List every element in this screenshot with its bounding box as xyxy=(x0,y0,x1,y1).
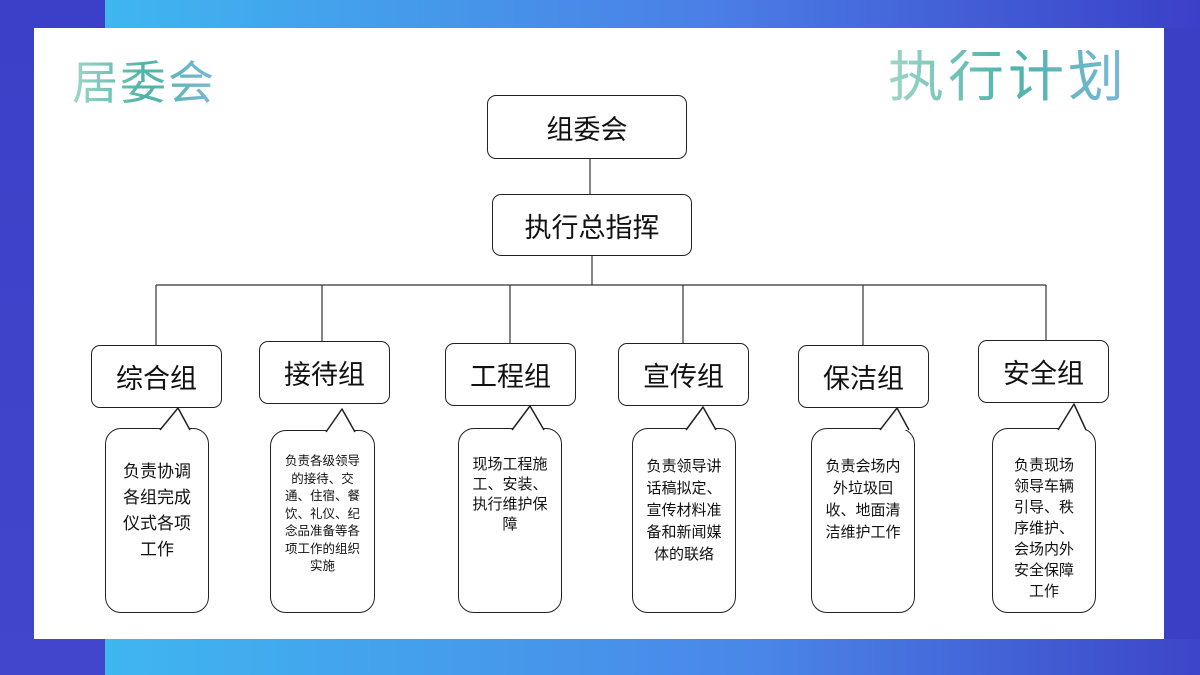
group-box-2: 接待组 xyxy=(259,341,390,404)
duty-bubble-2: 负责各级领导的接待、交通、住宿、餐饮、礼仪、纪念品准备等各项工作的组织实施 xyxy=(270,430,375,613)
duty-text-1: 负责协调各组完成仪式各项工作 xyxy=(123,462,191,560)
duty-text-4: 负责领导讲话稿拟定、宣传材料准备和新闻媒体的联络 xyxy=(646,457,722,563)
duty-bubble-5: 负责会场内外垃圾回收、地面清洁维护工作 xyxy=(811,428,915,613)
bottom-accent-bar xyxy=(105,639,1200,675)
group-box-6: 安全组 xyxy=(978,340,1109,403)
org-commander-box: 执行总指挥 xyxy=(492,194,692,256)
duty-text-6: 负责现场领导车辆引导、秩序维护、会场内外安全保障工作 xyxy=(1013,456,1074,600)
duty-text-3: 现场工程施工、安装、执行维护保障 xyxy=(472,455,548,533)
duty-text-5: 负责会场内外垃圾回收、地面清洁维护工作 xyxy=(825,457,901,541)
duty-bubble-3: 现场工程施工、安装、执行维护保障 xyxy=(458,428,562,613)
duty-bubble-1: 负责协调各组完成仪式各项工作 xyxy=(105,428,209,613)
group-box-5: 保洁组 xyxy=(798,345,929,408)
group-box-4: 宣传组 xyxy=(618,343,749,406)
duty-bubble-4: 负责领导讲话稿拟定、宣传材料准备和新闻媒体的联络 xyxy=(632,428,736,613)
top-accent-bar xyxy=(105,0,1200,28)
org-top-box: 组委会 xyxy=(487,95,687,159)
group-box-1: 综合组 xyxy=(91,345,222,408)
group-box-3: 工程组 xyxy=(445,343,576,406)
duty-text-2: 负责各级领导的接待、交通、住宿、餐饮、礼仪、纪念品准备等各项工作的组织实施 xyxy=(284,453,360,573)
header-right-title: 执行计划 xyxy=(888,45,1128,110)
duty-bubble-6: 负责现场领导车辆引导、秩序维护、会场内外安全保障工作 xyxy=(992,428,1096,613)
header-left-title: 居委会 xyxy=(72,56,216,110)
